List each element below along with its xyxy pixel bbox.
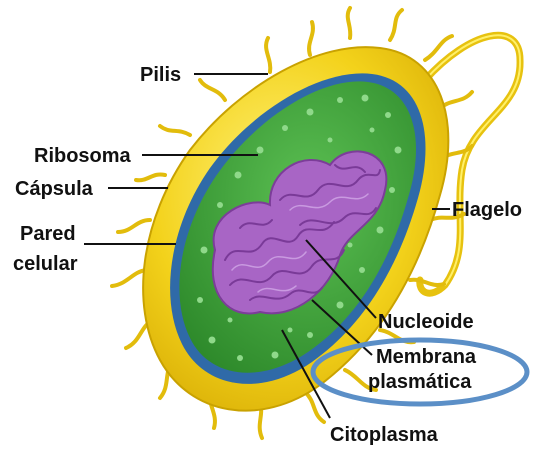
- label-celular: celular: [13, 253, 78, 275]
- label-ribosoma: Ribosoma: [34, 145, 132, 167]
- label-nucleoide: Nucleoide: [378, 311, 474, 333]
- label-membrana: Membrana: [376, 346, 477, 368]
- label-plasmatica: plasmática: [368, 371, 472, 393]
- label-citoplasma: Citoplasma: [330, 424, 439, 446]
- label-flagelo: Flagelo: [452, 199, 522, 221]
- label-pilis: Pilis: [140, 64, 181, 86]
- label-capsula: Cápsula: [15, 178, 94, 200]
- label-pared: Pared: [20, 223, 76, 245]
